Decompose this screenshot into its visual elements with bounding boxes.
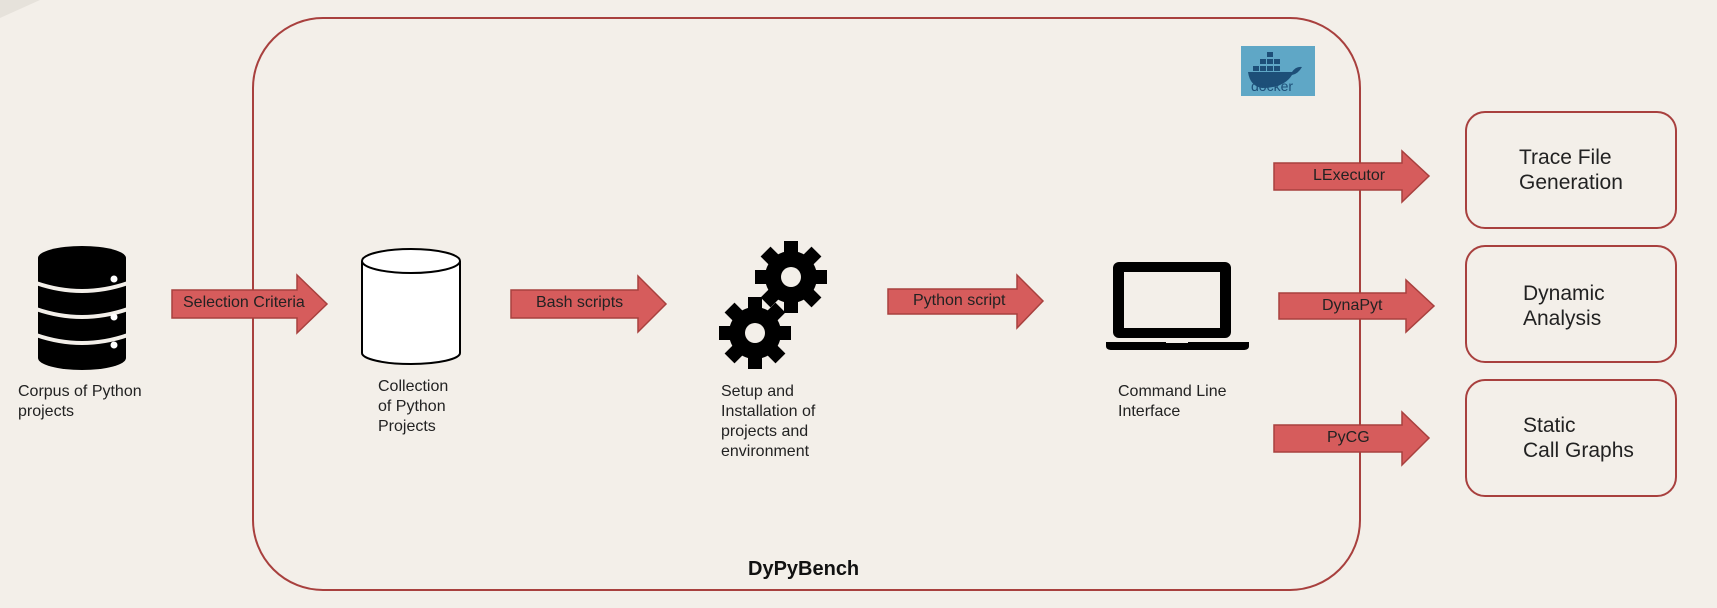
gears-icon	[719, 241, 827, 369]
arrow-selection-criteria	[171, 273, 329, 335]
output-label-trace: Trace File Generation	[1519, 146, 1623, 194]
output-box-dynamic: Dynamic Analysis	[1465, 245, 1677, 363]
database-icon	[35, 246, 129, 370]
arrow-bash-scripts	[510, 274, 668, 334]
arrow-lexecutor	[1273, 149, 1431, 204]
dypybench-title: DyPyBench	[748, 558, 860, 580]
output-label-static: Static Call Graphs	[1523, 414, 1634, 462]
collection-label: Collection of Python Projects	[378, 378, 449, 435]
arrow-label-dynapyt: DynaPyt	[1322, 297, 1383, 314]
cli-label: Command Line Interface	[1118, 383, 1227, 420]
arrow-pycg	[1273, 410, 1431, 467]
setup-label: Setup and Installation of projects and e…	[721, 383, 816, 460]
cylinder-icon	[361, 248, 461, 365]
laptop-icon	[1106, 262, 1249, 350]
output-label-dynamic: Dynamic Analysis	[1523, 282, 1605, 330]
docker-logo-text: docker	[1251, 78, 1294, 94]
docker-logo-icon	[1241, 46, 1315, 96]
arrow-label-pycg: PyCG	[1327, 429, 1370, 446]
corpus-label: Corpus of Python projects	[18, 383, 142, 420]
arrow-label-bash-scripts: Bash scripts	[536, 294, 624, 311]
arrow-label-selection-criteria: Selection Criteria	[183, 294, 305, 311]
arrow-dynapyt	[1278, 278, 1436, 334]
corner-decoration	[0, 0, 40, 18]
arrow-label-python-script: Python script	[913, 292, 1006, 309]
arrow-python-script	[887, 273, 1045, 330]
output-box-trace: Trace File Generation	[1465, 111, 1677, 229]
output-box-static: Static Call Graphs	[1465, 379, 1677, 497]
arrow-label-lexecutor: LExecutor	[1313, 167, 1386, 184]
